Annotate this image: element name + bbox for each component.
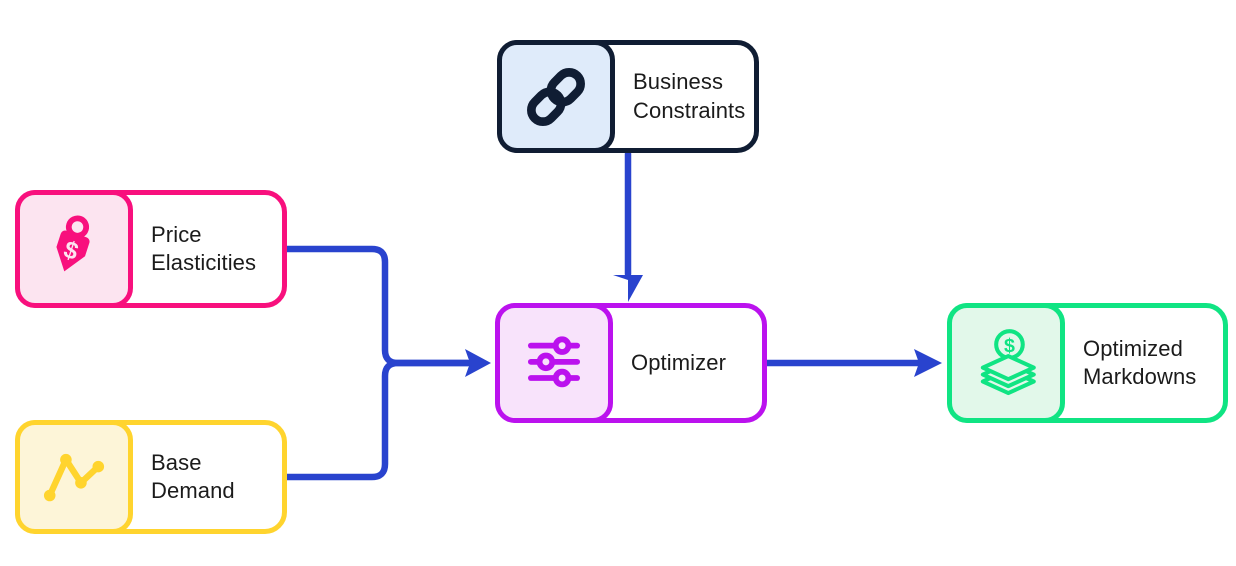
node-optimized-markdowns: $ Optimized Markdowns	[947, 303, 1228, 423]
node-label: Price Elasticities	[151, 221, 257, 275]
svg-text:$: $	[1004, 335, 1015, 357]
sliders-icon	[495, 303, 613, 423]
edge-base-demand-to-optimizer	[283, 359, 472, 481]
arrowhead-into-optimizer-left	[465, 349, 491, 377]
arrowhead-into-optimizer-top	[613, 275, 643, 302]
node-label: Business Constraints	[633, 69, 746, 123]
price-tag-icon: $	[15, 190, 133, 308]
arrowhead-into-optimized-markdowns	[914, 349, 942, 377]
node-base-demand: Base Demand	[15, 420, 287, 534]
node-label: Optimizer	[631, 349, 727, 375]
node-price-elasticities: $ Price Elasticities	[15, 190, 287, 308]
edge-price-elasticities-to-optimizer	[283, 245, 472, 367]
node-label: Optimized Markdowns	[1083, 335, 1197, 389]
node-label: Base Demand	[151, 449, 235, 503]
node-business-constraints: Business Constraints	[497, 40, 759, 153]
chain-link-icon	[497, 40, 615, 153]
line-chart-icon	[15, 420, 133, 534]
money-stack-icon: $	[947, 303, 1065, 423]
node-optimizer: Optimizer	[495, 303, 767, 423]
